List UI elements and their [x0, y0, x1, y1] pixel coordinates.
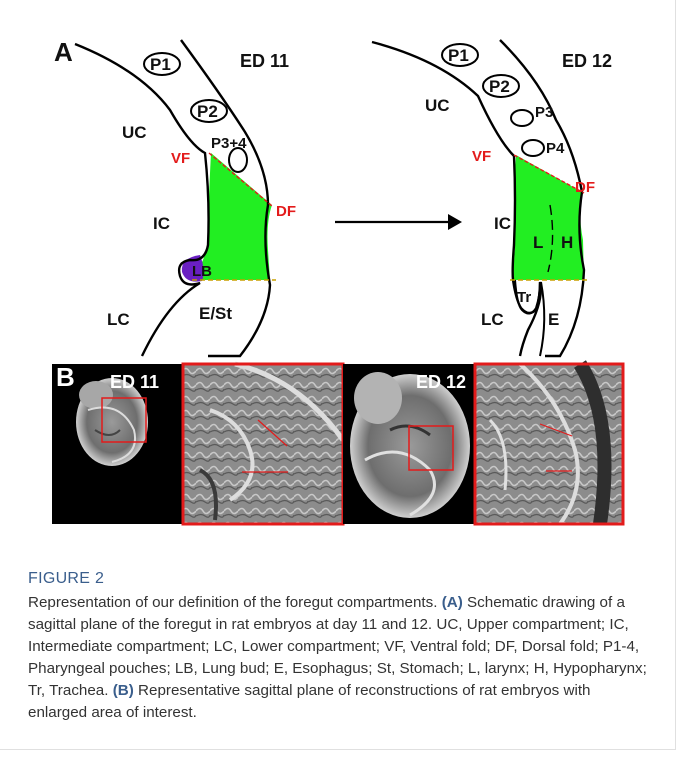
stage-label-b-ed11: ED 11 — [110, 372, 159, 392]
pouch-p3-label: P3 — [535, 104, 553, 121]
pouch-p2-label: P2 — [197, 102, 218, 121]
schematic-ed11: ED 11 P1 P2 P3+4 UC VF DF IC LB E/St LC — [75, 40, 296, 356]
ic-label-ed12: IC — [494, 214, 511, 233]
trachea-label: Tr — [517, 289, 531, 306]
larynx-label: L — [533, 233, 543, 252]
pouch-p2-label-ed12: P2 — [489, 77, 510, 96]
pouch-p4-label: P4 — [546, 140, 565, 157]
intermediate-compartment-fill — [192, 153, 272, 280]
transition-arrow — [335, 214, 462, 230]
stage-label-ed11: ED 11 — [240, 51, 289, 71]
df-label-ed12: DF — [575, 179, 595, 196]
lc-label: LC — [107, 310, 130, 329]
lc-label-ed12: LC — [481, 310, 504, 329]
pouch-p4-outline — [522, 140, 544, 156]
lb-label: LB — [192, 263, 212, 280]
caption-b-marker: (B) — [113, 682, 134, 699]
ic-label: IC — [153, 214, 170, 233]
figure-label: FIGURE 2 — [28, 570, 104, 588]
figure-caption: Representation of our definition of the … — [28, 592, 648, 724]
caption-intro: Representation of our definition of the … — [28, 594, 437, 611]
esophagus-label: E — [548, 310, 559, 329]
vf-label: VF — [171, 150, 190, 167]
pouch-p3-outline — [511, 110, 533, 126]
caption-a-marker: (A) — [442, 594, 463, 611]
stage-label-b-ed12: ED 12 — [416, 372, 466, 392]
hypopharynx-label: H — [561, 233, 573, 252]
pouch-p1-label-ed12: P1 — [448, 46, 469, 65]
pouch-p1-label: P1 — [150, 55, 171, 74]
uc-label: UC — [122, 123, 147, 142]
ed11-zoom-image — [183, 364, 343, 524]
stage-label-ed12: ED 12 — [562, 51, 612, 71]
uc-label-ed12: UC — [425, 96, 450, 115]
panel-a-letter: A — [54, 37, 73, 67]
ventral-wall-line — [75, 44, 209, 356]
schematic-ed12: ED 12 P1 P2 P3 P4 UC VF DF IC L H Tr E L… — [372, 40, 612, 356]
panel-b: B ED 11 ED 12 — [52, 362, 623, 524]
df-label: DF — [276, 203, 296, 220]
est-label: E/St — [199, 304, 232, 323]
panel-b-letter: B — [56, 362, 75, 392]
vf-label-ed12: VF — [472, 148, 491, 165]
ventral-wall-line-ed12 — [372, 42, 541, 356]
figure-graphic: A ED 11 P1 P2 P3+4 UC VF DF IC LB E/St L… — [0, 0, 677, 560]
